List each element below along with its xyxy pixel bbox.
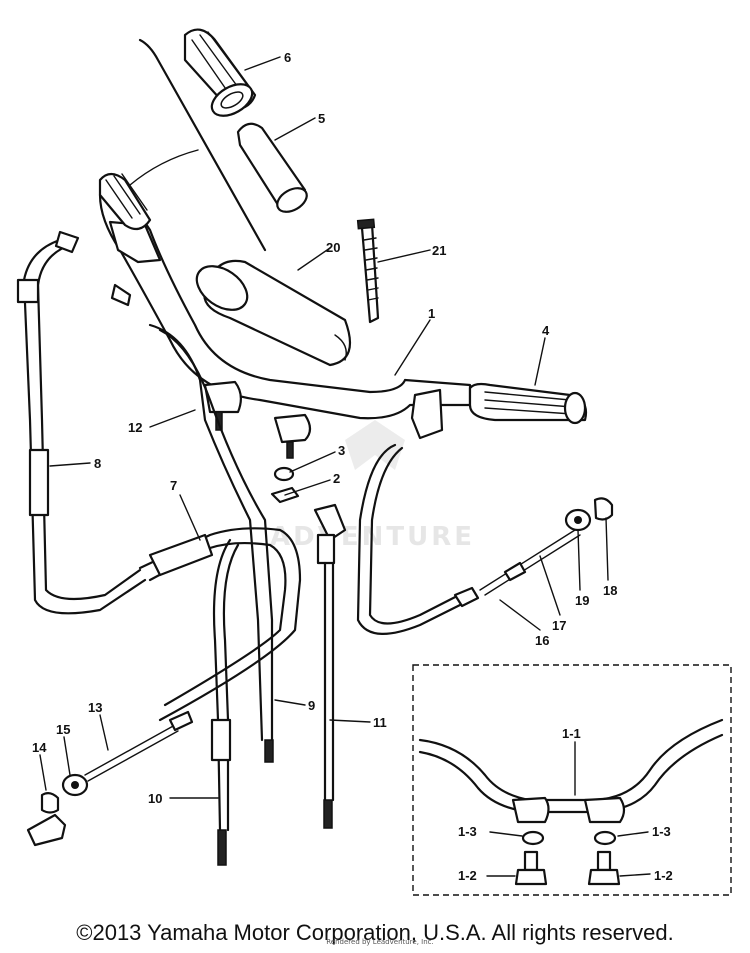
adjuster-15 xyxy=(61,773,89,797)
inset-bolt-right xyxy=(587,850,621,886)
callout-16: 16 xyxy=(535,633,549,648)
bolt-21 xyxy=(356,218,380,324)
callout-11: 11 xyxy=(373,715,387,730)
callout-4: 4 xyxy=(542,323,550,338)
inset-callout-1-3-left: 1-3 xyxy=(458,824,477,839)
callout-15: 15 xyxy=(56,722,70,737)
clamp-bolt-2 xyxy=(286,441,294,459)
callout-5: 5 xyxy=(318,111,325,126)
inset-washer-right xyxy=(593,830,617,846)
nut-18 xyxy=(593,497,614,521)
inset-detail: 1-1 1-3 1-3 1-2 1-2 xyxy=(412,664,732,896)
inset-callout-1-2-right: 1-2 xyxy=(654,868,673,883)
bracket-end xyxy=(26,813,67,847)
spring-13 xyxy=(84,710,194,782)
cable-7 xyxy=(138,527,302,722)
adjuster-19 xyxy=(564,508,592,532)
cable-10-sheath xyxy=(210,718,232,762)
callout-10: 10 xyxy=(148,791,162,806)
inset-callout-1-1: 1-1 xyxy=(562,726,581,741)
pad-20 xyxy=(195,259,352,367)
callout-6: 6 xyxy=(284,50,291,65)
sleeve-5 xyxy=(236,122,308,213)
copyright-notice: ©2013 Yamaha Motor Corporation, U.S.A. A… xyxy=(76,920,674,945)
cable-11 xyxy=(313,503,347,829)
inset-clamp-left xyxy=(511,796,550,824)
cable-11-end xyxy=(323,799,333,829)
cable-12-end xyxy=(264,739,274,763)
inset-border xyxy=(412,664,732,896)
leader-lines xyxy=(39,56,609,799)
callout-2: 2 xyxy=(333,471,340,486)
callout-7: 7 xyxy=(170,478,177,493)
render-credit: Rendered by Leadventure, Inc. xyxy=(326,938,434,946)
nut-14 xyxy=(40,791,60,814)
cable-10-end xyxy=(217,829,227,866)
callout-17: 17 xyxy=(552,618,566,633)
clamp-upper-left xyxy=(203,380,242,414)
inset-washer-left xyxy=(521,830,545,846)
callout-19: 19 xyxy=(575,593,589,608)
grip-4 xyxy=(468,382,588,425)
callout-13: 13 xyxy=(88,700,102,715)
inset-clamp-right xyxy=(583,796,626,824)
cable-8 xyxy=(16,230,147,615)
callout-1: 1 xyxy=(428,306,435,321)
callout-3: 3 xyxy=(338,443,345,458)
grip-left xyxy=(98,172,152,231)
callout-21: 21 xyxy=(432,243,446,258)
cable-8-sheath xyxy=(28,448,50,517)
grip-leader xyxy=(129,149,199,186)
callout-8: 8 xyxy=(94,456,101,471)
clamp-upper-right xyxy=(273,413,312,444)
grip-group-bracket xyxy=(138,38,267,252)
cable-16 xyxy=(356,443,480,635)
clamp-bolt xyxy=(215,411,223,431)
cable-10 xyxy=(210,538,240,866)
grip-6 xyxy=(183,28,257,117)
inset-callout-1-2-left: 1-2 xyxy=(458,868,477,883)
callout-20: 20 xyxy=(326,240,340,255)
inset-bolt-left xyxy=(514,850,548,886)
cable-12 xyxy=(148,323,274,763)
watermark-logo-icon xyxy=(345,420,405,470)
spring-17 xyxy=(479,529,581,596)
cable-11-fitting xyxy=(316,533,336,565)
callout-14: 14 xyxy=(32,740,47,755)
cable-8-end xyxy=(16,278,40,304)
callout-9: 9 xyxy=(308,698,315,713)
callout-12: 12 xyxy=(128,420,142,435)
inset-callout-1-3-right: 1-3 xyxy=(652,824,671,839)
washer-3 xyxy=(273,466,295,482)
callouts: 6 5 20 21 1 4 12 3 2 8 7 19 18 17 16 9 1… xyxy=(32,50,617,806)
cable-7-sheath xyxy=(148,533,214,577)
callout-18: 18 xyxy=(603,583,617,598)
